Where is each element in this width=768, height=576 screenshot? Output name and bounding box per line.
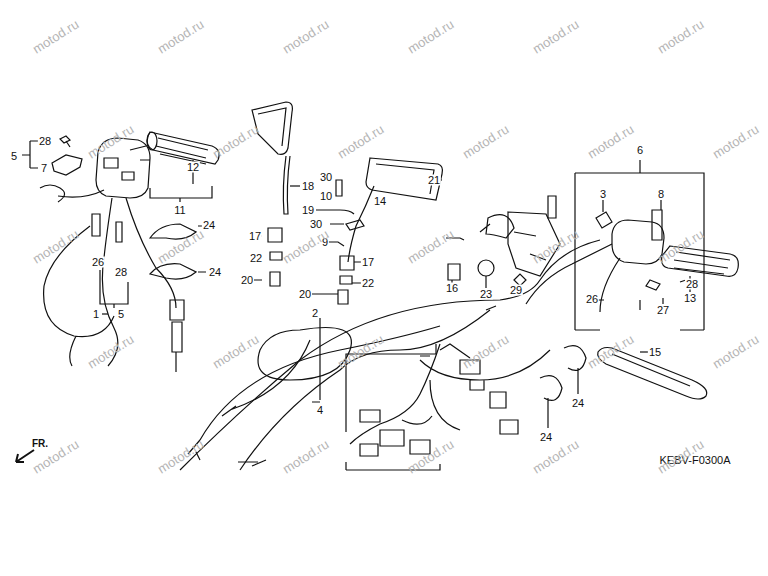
watermark: motod.ru [30, 17, 80, 55]
callout-number: 3 [599, 189, 607, 200]
watermark: motod.ru [210, 332, 260, 370]
watermark: motod.ru [585, 122, 635, 160]
watermark: motod.ru [155, 227, 205, 265]
callout-number: 1 [92, 309, 100, 320]
callout-number: 17 [361, 257, 375, 268]
callout-number: 20 [240, 275, 254, 286]
watermark: motod.ru [335, 122, 385, 160]
callout-number: 22 [361, 278, 375, 289]
callout-number: 28 [114, 267, 128, 278]
callout-number: 28 [685, 279, 699, 290]
watermark: motod.ru [710, 122, 760, 160]
callout-number: 14 [373, 196, 387, 207]
callout-number: 10 [319, 191, 333, 202]
callout-number: 24 [539, 432, 553, 443]
callout-number: 30 [319, 172, 333, 183]
callout-number: 26 [91, 257, 105, 268]
callout-number: 23 [479, 289, 493, 300]
callout-number: 28 [38, 136, 52, 147]
watermark: motod.ru [460, 332, 510, 370]
callout-number: 20 [298, 289, 312, 300]
callout-number: 7 [40, 163, 48, 174]
front-indicator: FR. [31, 439, 49, 449]
callout-number: 22 [249, 253, 263, 264]
watermark: motod.ru [85, 332, 135, 370]
callout-number: 21 [427, 175, 441, 186]
callout-number: 18 [301, 181, 315, 192]
watermark: motod.ru [530, 17, 580, 55]
callout-number: 6 [636, 145, 644, 156]
callout-number: 19 [301, 205, 315, 216]
callout-number: 5 [117, 309, 125, 320]
watermark: motod.ru [655, 17, 705, 55]
callout-number: 2 [311, 308, 319, 319]
watermark: motod.ru [585, 332, 635, 370]
callout-number: 5 [10, 151, 18, 162]
callout-number: 24 [208, 267, 222, 278]
watermark: motod.ru [710, 332, 760, 370]
callout-number: 13 [683, 293, 697, 304]
callout-number: 26 [585, 294, 599, 305]
callout-number: 24 [571, 398, 585, 409]
watermark: motod.ru [85, 122, 135, 160]
watermark: motod.ru [210, 122, 260, 160]
callout-number: 12 [186, 162, 200, 173]
watermark: motod.ru [530, 227, 580, 265]
callout-number: 29 [509, 285, 523, 296]
callout-number: 4 [316, 405, 324, 416]
callout-number: 11 [173, 205, 186, 216]
watermark: motod.ru [280, 437, 330, 475]
callout-number: 17 [248, 231, 262, 242]
callout-number: 8 [657, 189, 665, 200]
callout-number: 24 [202, 220, 216, 231]
watermark: motod.ru [280, 17, 330, 55]
callout-number: 15 [648, 347, 662, 358]
callout-number: 16 [445, 283, 459, 294]
watermark: motod.ru [155, 17, 205, 55]
watermark: motod.ru [460, 122, 510, 160]
watermark: motod.ru [405, 227, 455, 265]
callout-number: 27 [656, 305, 670, 316]
watermark: motod.ru [405, 17, 455, 55]
watermark: motod.ru [530, 437, 580, 475]
